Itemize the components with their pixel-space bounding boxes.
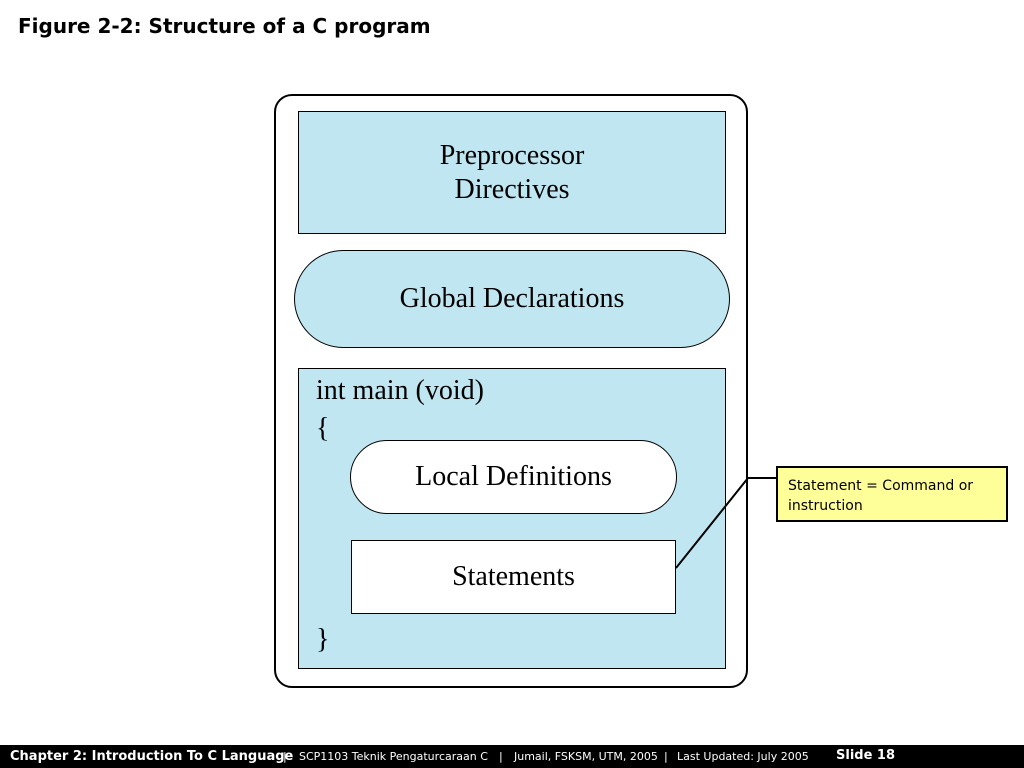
global-declarations-block: Global Declarations: [294, 250, 730, 348]
footer-slide-number: Slide 18: [836, 748, 896, 763]
close-brace: }: [316, 624, 330, 655]
global-declarations-label: Global Declarations: [399, 283, 625, 314]
open-brace: {: [316, 413, 330, 444]
footer-separator: |: [283, 750, 287, 763]
preprocessor-label-line2: Directives: [454, 173, 570, 205]
footer-chapter: Chapter 2: Introduction To C Language: [10, 749, 294, 764]
footer-author: Jumail, FSKSM, UTM, 2005: [514, 750, 658, 763]
statement-callout: Statement = Command or instruction: [776, 466, 1008, 522]
footer-separator: |: [499, 750, 503, 763]
footer-bar: Chapter 2: Introduction To C Language | …: [0, 745, 1024, 768]
local-definitions-block: Local Definitions: [350, 440, 677, 514]
main-header: int main (void): [316, 375, 484, 406]
statements-block: Statements: [351, 540, 676, 614]
preprocessor-label-line1: Preprocessor: [439, 139, 585, 171]
statements-label: Statements: [452, 561, 575, 592]
footer-updated: Last Updated: July 2005: [677, 750, 809, 763]
footer-separator: |: [664, 750, 668, 763]
slide-title: Figure 2-2: Structure of a C program: [18, 14, 431, 38]
main-function-block: [298, 368, 726, 669]
footer-course: SCP1103 Teknik Pengaturcaraan C: [299, 750, 488, 763]
local-definitions-label: Local Definitions: [415, 461, 612, 492]
preprocessor-directives-block: Preprocessor Directives: [298, 111, 726, 234]
